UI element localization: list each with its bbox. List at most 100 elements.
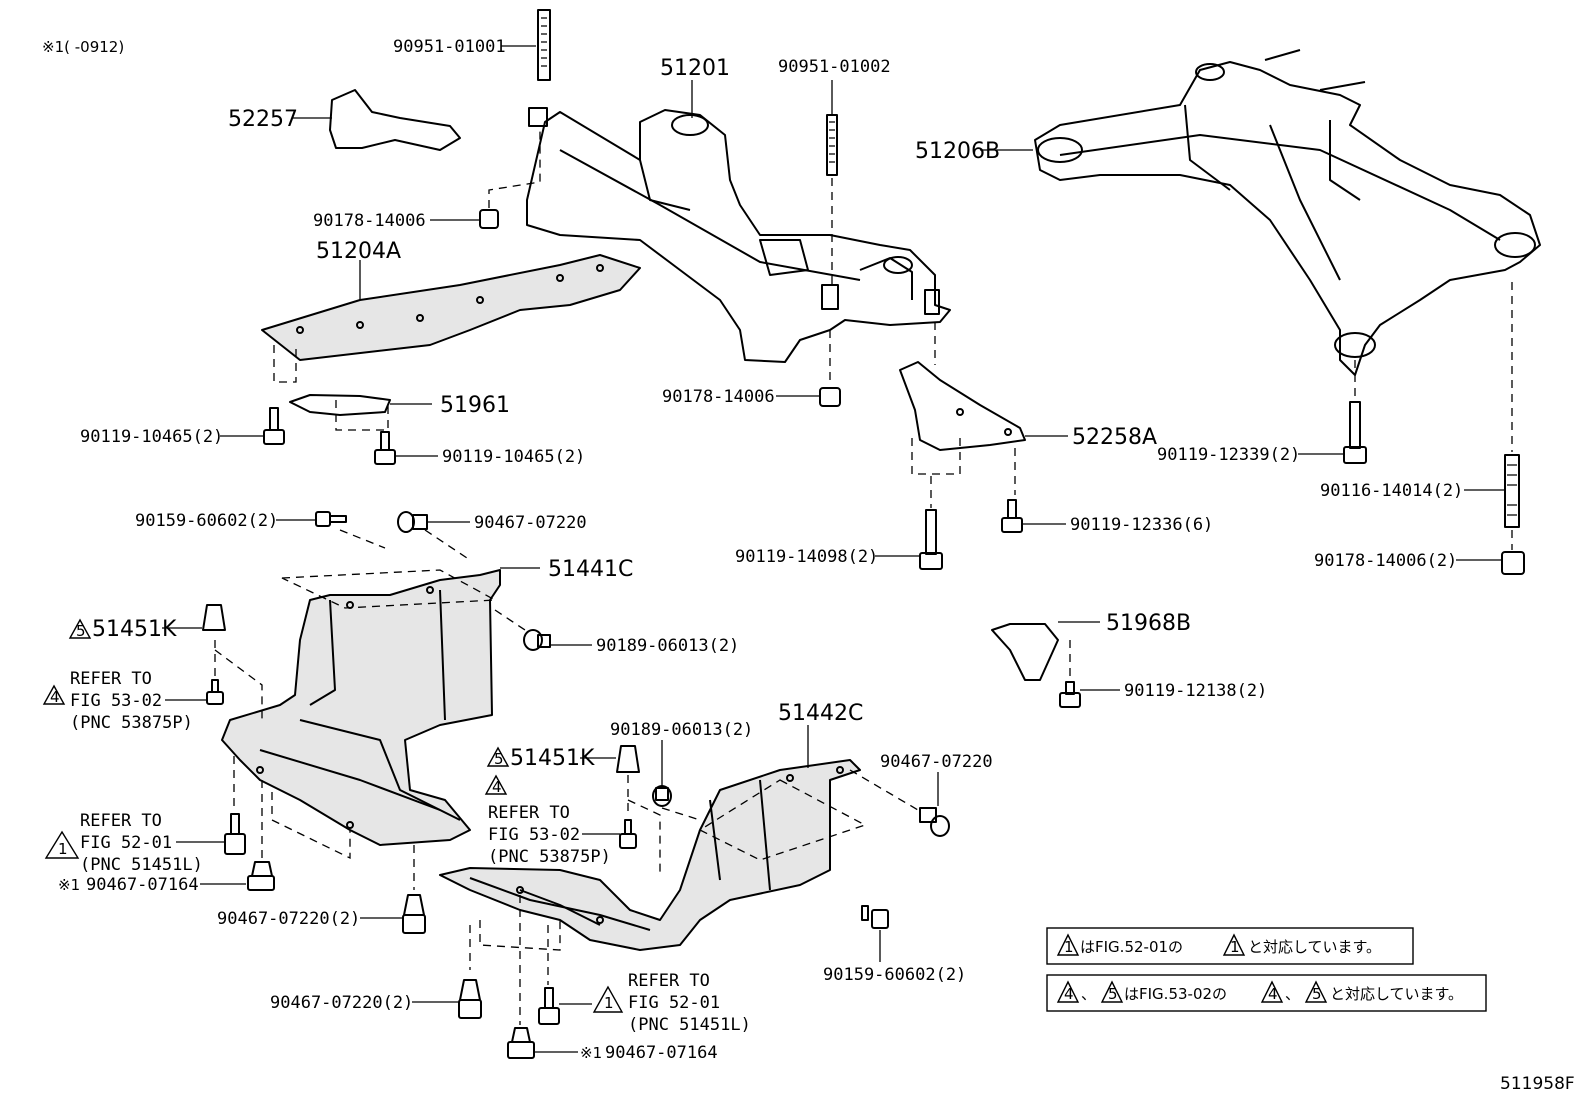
clip-90467-07164-a <box>247 861 275 891</box>
legend-note-1: 1 はFIG.52-01の 1 と対応しています。 <box>1046 927 1414 965</box>
label-90189-06013-b: 90189-06013(2) <box>610 720 753 740</box>
clip-90467-07220-d <box>458 979 482 1019</box>
label-51451k-a: 51451K <box>92 617 177 642</box>
label-90467-07220-d: 90467-07220(2) <box>270 993 413 1013</box>
label-90467-07164-b: 90467-07164 <box>605 1043 718 1063</box>
legend-2-text-a: はFIG.53-02の <box>1124 985 1227 1003</box>
label-90951-01002: 90951-01002 <box>778 57 891 77</box>
star-mark-a: ※1 <box>58 876 80 894</box>
label-90178-14006-a: 90178-14006 <box>313 211 426 231</box>
label-90467-07220-c: 90467-07220(2) <box>217 909 360 929</box>
nut-90178-14006-b <box>819 387 841 407</box>
label-90116-14014: 90116-14014(2) <box>1320 481 1463 501</box>
label-51206b: 51206B <box>915 139 1000 164</box>
mark-4-icon-a <box>42 684 66 705</box>
label-90467-07220-a: 90467-07220 <box>474 513 587 533</box>
tri-4-d: 4 <box>1268 985 1278 1003</box>
mark-1-icon-c <box>1056 933 1080 956</box>
legend-2-sep-a: 、 <box>1081 985 1096 1003</box>
clip-90467-07164-b <box>507 1027 535 1059</box>
legend-1-text-a: はFIG.52-01の <box>1080 938 1183 956</box>
tri-1-b: 1 <box>604 994 614 1012</box>
label-51442c: 51442C <box>778 701 863 726</box>
label-90467-07220-b: 90467-07220 <box>880 752 993 772</box>
mark-4-icon-d <box>1260 980 1284 1003</box>
bolt-90119-12339 <box>1343 401 1367 464</box>
mark-1-icon-d <box>1222 933 1246 956</box>
mark-5-icon-d <box>1304 980 1328 1003</box>
label-90119-12336: 90119-12336(6) <box>1070 515 1213 535</box>
label-90467-07164-a: 90467-07164 <box>86 875 199 895</box>
bracket-52257 <box>329 89 461 151</box>
label-51961: 51961 <box>440 393 510 418</box>
brace-plate-51204a <box>261 254 641 361</box>
ref-a-line3: (PNC 53875P) <box>70 713 193 733</box>
bolt-90119-12336 <box>1001 499 1023 533</box>
tri-4-b: 4 <box>492 778 502 796</box>
label-90178-14006-c: 90178-14006(2) <box>1314 551 1457 571</box>
label-90119-12138: 90119-12138(2) <box>1124 681 1267 701</box>
label-51204a: 51204A <box>316 239 401 264</box>
mark-4-icon-c <box>1056 980 1080 1003</box>
ref-c-line1: REFER TO <box>488 803 570 823</box>
clip-90189-06013-b <box>652 785 672 807</box>
ref-a-line1: REFER TO <box>70 669 152 689</box>
bolt-ref-d <box>538 987 560 1025</box>
date-range-note: ※1( -0912) <box>42 38 124 56</box>
bolt-90119-14098 <box>919 509 943 570</box>
mark-1-icon-b <box>592 985 624 1013</box>
label-90119-12339: 90119-12339(2) <box>1157 445 1300 465</box>
label-51201: 51201 <box>660 56 730 81</box>
screw-90159-60602-b <box>861 905 889 929</box>
ref-c-line2: FIG 53-02 <box>488 825 580 845</box>
mark-5-icon-a <box>68 618 92 639</box>
label-90189-06013-a: 90189-06013(2) <box>596 636 739 656</box>
label-90159-60602-a: 90159-60602(2) <box>135 511 278 531</box>
label-90951-01001: 90951-01001 <box>393 37 506 57</box>
brace-52258a <box>899 361 1026 451</box>
mark-5-icon-c <box>1100 980 1124 1003</box>
label-90178-14006-b: 90178-14006 <box>662 387 775 407</box>
ref-b-line1: REFER TO <box>80 811 162 831</box>
clip-90467-07220-a <box>397 511 428 533</box>
tri-5-d: 5 <box>1312 985 1322 1003</box>
bracket-51968b <box>991 623 1059 681</box>
ref-b-line3: (PNC 51451L) <box>80 855 203 875</box>
ref-d-line3: (PNC 51451L) <box>628 1015 751 1035</box>
stud-90951-01002 <box>826 114 838 176</box>
label-51441c: 51441C <box>548 557 633 582</box>
clip-90189-06013-a <box>523 629 551 651</box>
bracket-51961 <box>289 394 391 416</box>
tri-1-a: 1 <box>58 840 68 858</box>
label-52257: 52257 <box>228 107 298 132</box>
bolt-90119-10465-b <box>374 431 396 465</box>
ref-b-line2: FIG 52-01 <box>80 833 172 853</box>
label-52258a: 52258A <box>1072 425 1157 450</box>
mark-5-icon-b <box>486 746 510 767</box>
label-51451k-b: 51451K <box>510 746 595 771</box>
tri-5-a: 5 <box>76 622 86 640</box>
nut-90178-14006-a <box>479 209 499 229</box>
screw-90159-60602-a <box>315 511 347 527</box>
mark-4-icon-b <box>484 774 508 795</box>
mark-1-icon-a <box>44 830 80 859</box>
ref-d-line2: FIG 52-01 <box>628 993 720 1013</box>
bolt-ref-b <box>224 813 246 855</box>
clip-90467-07220-b <box>919 807 950 837</box>
label-90119-10465-a: 90119-10465(2) <box>80 427 223 447</box>
tri-1-d: 1 <box>1230 938 1240 956</box>
engine-undercover-51441c <box>221 569 501 846</box>
stud-90116-14014 <box>1504 454 1520 528</box>
front-crossmember-51201 <box>526 107 951 363</box>
clip-51451k-a <box>202 604 226 631</box>
figure-id: 511958F <box>1500 1074 1575 1094</box>
label-51968b: 51968B <box>1106 611 1191 636</box>
engine-undercover-51442c <box>439 759 861 951</box>
legend-1-text-b: と対応しています。 <box>1248 938 1381 956</box>
label-90159-60602-b: 90159-60602(2) <box>823 965 966 985</box>
ref-a-line2: FIG 53-02 <box>70 691 162 711</box>
tri-5-b: 5 <box>494 750 504 768</box>
bolt-90119-12138 <box>1059 681 1081 708</box>
rear-crossmember-51206b <box>1034 49 1541 376</box>
